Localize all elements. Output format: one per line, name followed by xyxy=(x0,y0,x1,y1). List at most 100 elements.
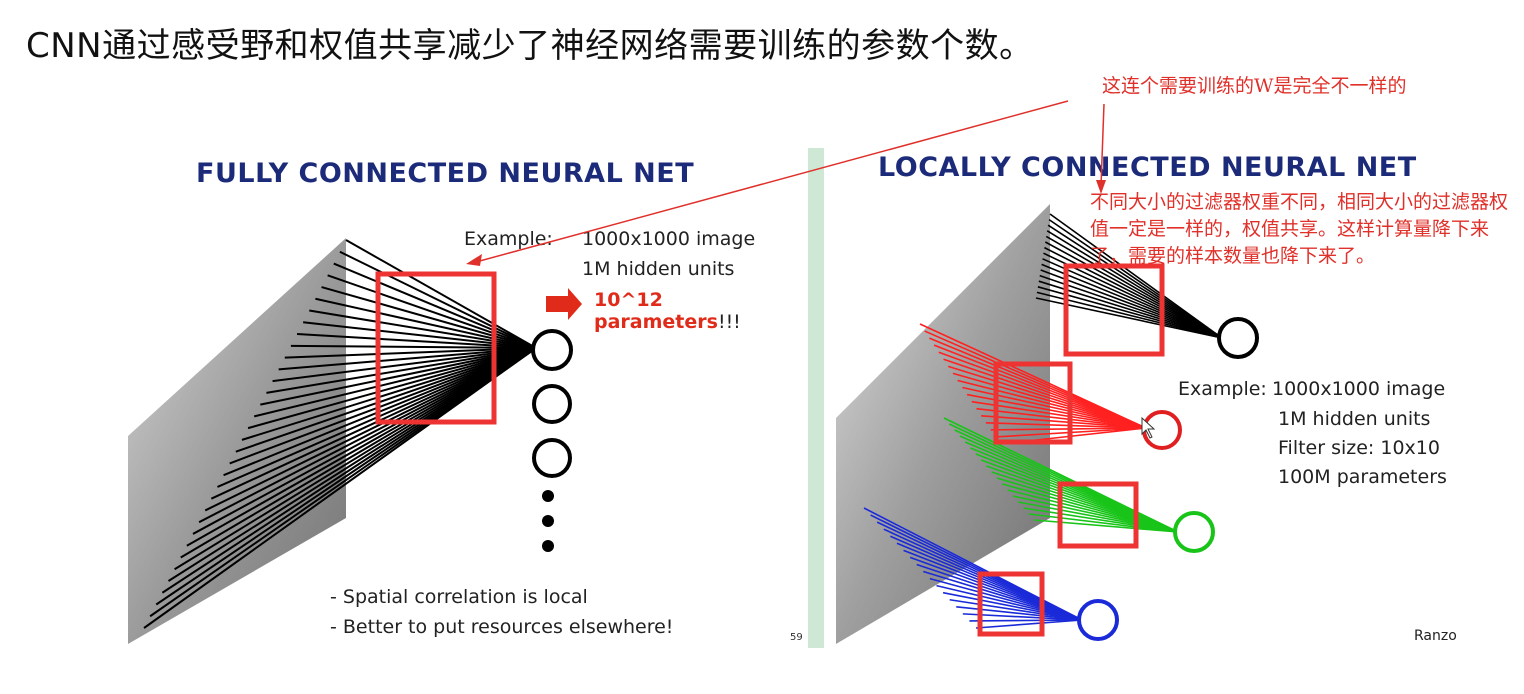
connection-line xyxy=(149,347,537,618)
connection-line xyxy=(167,347,537,582)
left-hidden-units: 1M hidden units xyxy=(582,258,735,280)
connection-line-blue xyxy=(949,598,1083,621)
connection-line xyxy=(333,262,537,349)
connection-line xyxy=(253,347,537,418)
connection-line xyxy=(204,347,537,512)
connection-line xyxy=(309,309,537,349)
connection-line-red xyxy=(943,358,1147,429)
right-example-label: Example: xyxy=(1178,378,1267,400)
unit-green xyxy=(1173,511,1215,553)
red-arrow-icon xyxy=(546,288,582,320)
connection-line-red xyxy=(971,400,1147,429)
connection-line-black xyxy=(1048,218,1223,339)
connection-line xyxy=(247,347,537,430)
connection-line-green xyxy=(1023,507,1179,533)
connection-line xyxy=(339,250,537,349)
fully-connected-slide: FULLY CONNECTED NEURAL NET Example: 1000… xyxy=(124,148,807,648)
connection-line-green xyxy=(1028,513,1179,533)
right-example-value: 1000x1000 image xyxy=(1272,378,1446,400)
connection-line-black xyxy=(1040,269,1223,339)
connection-line-black xyxy=(1044,246,1223,339)
left-example-label: Example: xyxy=(464,228,553,250)
connection-line-blue xyxy=(975,619,1083,629)
connection-line xyxy=(180,347,537,559)
connection-line-green xyxy=(1017,501,1179,533)
left-parameters-value: 10^12 parameters xyxy=(594,289,718,333)
connection-line-black xyxy=(1047,224,1223,339)
connection-line-black xyxy=(1045,235,1223,339)
connection-line xyxy=(210,347,537,500)
connection-line xyxy=(155,347,537,606)
connection-line-red xyxy=(976,407,1147,429)
connection-line-blue xyxy=(969,619,1083,622)
connection-line xyxy=(186,347,537,547)
highlight-box-blue xyxy=(977,571,1045,637)
connection-line xyxy=(192,347,537,535)
connection-line-red xyxy=(929,337,1147,429)
unit-black xyxy=(1217,317,1259,359)
connection-line xyxy=(345,239,537,349)
locally-connected-slide: LOCALLY CONNECTED NEURAL NET Example: 10… xyxy=(808,148,1466,648)
connection-line xyxy=(315,297,537,349)
input-image xyxy=(128,238,346,644)
connection-line xyxy=(303,321,537,349)
connection-line xyxy=(174,347,537,571)
connection-line-black xyxy=(1037,286,1223,339)
connection-line xyxy=(327,274,537,349)
highlight-box-black xyxy=(1063,263,1165,357)
connection-line xyxy=(241,347,537,441)
ellipsis-dot-2 xyxy=(542,515,554,527)
highlight-box-green xyxy=(1057,481,1139,549)
connection-line xyxy=(235,347,537,453)
connection-line-black xyxy=(1049,213,1223,339)
connection-line-black xyxy=(1038,280,1223,339)
left-parameters-suffix: !!! xyxy=(717,311,741,333)
connection-line-black xyxy=(1042,258,1223,339)
left-example-value: 1000x1000 image xyxy=(582,228,756,250)
connection-line-red xyxy=(962,386,1147,429)
connection-line-blue xyxy=(936,584,1083,621)
connection-line-green xyxy=(1012,495,1179,533)
connection-line-blue xyxy=(942,591,1083,621)
credit-text: Ranzo xyxy=(1414,628,1457,644)
connection-line-red xyxy=(957,379,1147,429)
ellipsis-dot-3 xyxy=(542,540,554,552)
connection-line-red xyxy=(933,344,1147,429)
connection-line xyxy=(198,347,537,524)
hidden-unit-3 xyxy=(532,438,572,478)
page-number: 59 xyxy=(790,632,803,643)
connection-line-black xyxy=(1039,274,1223,339)
connection-line-blue xyxy=(962,613,1083,621)
connection-line xyxy=(321,286,537,349)
ellipsis-dot-1 xyxy=(542,490,554,502)
connection-line xyxy=(266,347,537,394)
local-connections xyxy=(863,213,1223,629)
connection-line-black xyxy=(1046,230,1223,339)
hidden-unit-2 xyxy=(532,384,572,424)
connection-line-red xyxy=(985,422,1147,429)
connection-line-black xyxy=(1044,241,1223,339)
cursor-icon xyxy=(1141,416,1156,439)
connection-line-red xyxy=(981,414,1147,429)
unit-red xyxy=(1142,410,1182,450)
connection-line-red xyxy=(952,372,1147,429)
connection-line-black xyxy=(1041,263,1223,339)
connection-line xyxy=(143,347,537,629)
page-heading: CNN通过感受野和权值共享减少了神经网络需要训练的参数个数。 xyxy=(26,26,1034,66)
top-annotation: 这连个需要训练的W是完全不一样的 xyxy=(1102,75,1407,97)
left-bullet-2: - Better to put resources elsewhere! xyxy=(330,616,674,638)
highlight-box-left xyxy=(375,271,497,425)
connection-line xyxy=(260,347,537,406)
connection-line xyxy=(229,347,537,465)
input-image xyxy=(836,204,1050,644)
fully-connected-diagram xyxy=(128,238,582,644)
connection-line-blue xyxy=(923,570,1083,621)
highlight-box-red xyxy=(993,361,1073,445)
connection-line-blue xyxy=(916,563,1083,621)
left-bullet-1: - Spatial correlation is local xyxy=(330,586,588,608)
locally-connected-diagram xyxy=(836,204,1259,644)
right-filter-size: Filter size: 10x10 xyxy=(1278,437,1440,459)
connection-line-red xyxy=(947,365,1147,429)
connection-line-blue xyxy=(956,606,1083,621)
unit-blue xyxy=(1077,599,1119,641)
